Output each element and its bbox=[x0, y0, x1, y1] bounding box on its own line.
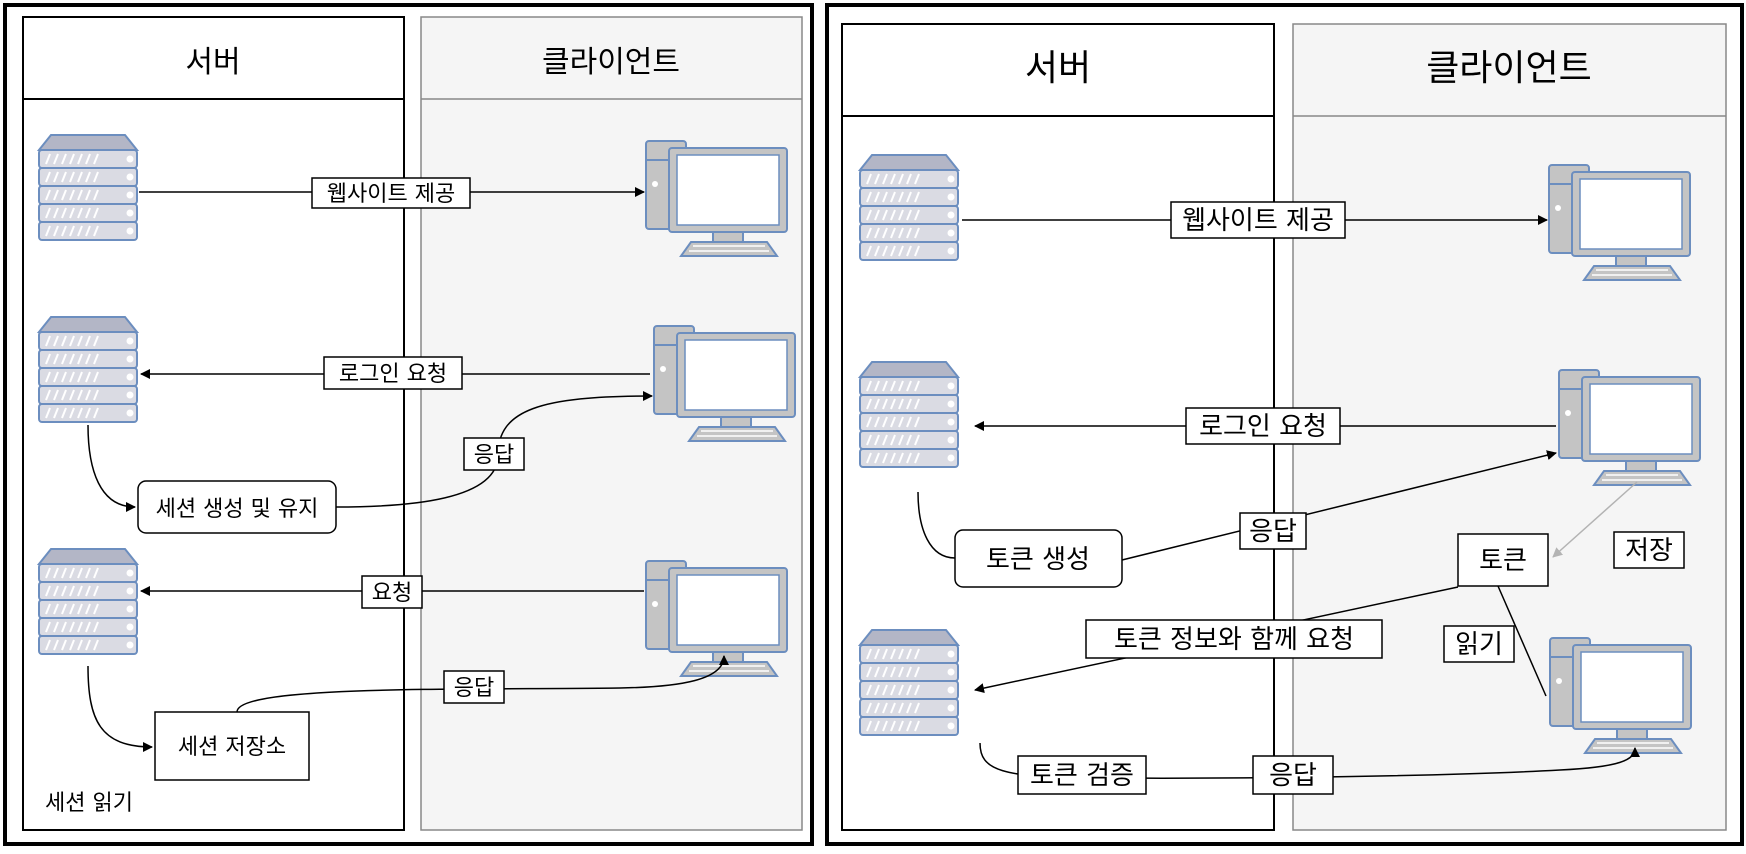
left-response-1-label: 응답 bbox=[474, 443, 514, 468]
left-server-header: 서버 bbox=[185, 45, 240, 80]
left-request-label: 요청 bbox=[372, 581, 412, 606]
left-response-2-label: 응답 bbox=[454, 676, 494, 701]
right-store-label: 저장 bbox=[1625, 536, 1673, 566]
left-login-request-label: 로그인 요청 bbox=[339, 362, 447, 387]
right-token-create-node bbox=[954, 529, 1123, 588]
left-response-2-arrow bbox=[236, 655, 729, 713]
right-token-verify-label: 토큰 검증 bbox=[1030, 761, 1134, 791]
right-panel: 서버 클라이언트 웹사이트 제공 로그인 요청 응답 토큰 생성 토큰 저장 bbox=[825, 3, 1744, 846]
left-server-2 bbox=[38, 316, 138, 423]
left-session-store-node bbox=[154, 711, 310, 781]
right-server-1 bbox=[859, 154, 959, 261]
left-panel: 서버 클라이언트 웹사이트 제공 로그인 요청 응답 세션 생성 및 유지 요청… bbox=[3, 3, 814, 846]
right-response-1-label: 응답 bbox=[1249, 517, 1297, 547]
left-session-create-node bbox=[137, 480, 337, 534]
left-session-create-label: 세션 생성 및 유지 bbox=[156, 497, 319, 522]
left-session-store-label: 세션 저장소 bbox=[178, 735, 286, 760]
left-serve-site-label: 웹사이트 제공 bbox=[327, 182, 455, 207]
right-serve-site-label: 웹사이트 제공 bbox=[1182, 206, 1334, 236]
right-token-node bbox=[1457, 533, 1549, 587]
right-read-label: 읽기 bbox=[1455, 630, 1503, 660]
left-client-header: 클라이언트 bbox=[542, 45, 680, 80]
right-response-2-label: 응답 bbox=[1269, 761, 1317, 791]
right-request-with-token-label: 토큰 정보와 함께 요청 bbox=[1114, 625, 1354, 655]
left-session-create-arrow bbox=[87, 424, 136, 512]
right-token-create-line bbox=[917, 491, 956, 559]
left-session-read-arrow bbox=[87, 665, 153, 752]
left-server-3 bbox=[38, 548, 138, 655]
right-read-line bbox=[1497, 585, 1547, 697]
right-token-label: 토큰 bbox=[1479, 546, 1527, 576]
left-server-1 bbox=[38, 134, 138, 241]
right-login-request-label: 로그인 요청 bbox=[1199, 412, 1327, 442]
right-token-create-label: 토큰 생성 bbox=[986, 545, 1090, 575]
left-session-read-label: 세션 읽기 bbox=[45, 791, 133, 816]
right-server-2 bbox=[859, 361, 959, 468]
right-server-header: 서버 bbox=[1025, 48, 1091, 89]
right-store-arrow bbox=[1552, 481, 1638, 558]
right-response-1-arrow bbox=[1121, 450, 1557, 561]
right-server-3 bbox=[859, 629, 959, 736]
right-client-header: 클라이언트 bbox=[1426, 48, 1592, 89]
